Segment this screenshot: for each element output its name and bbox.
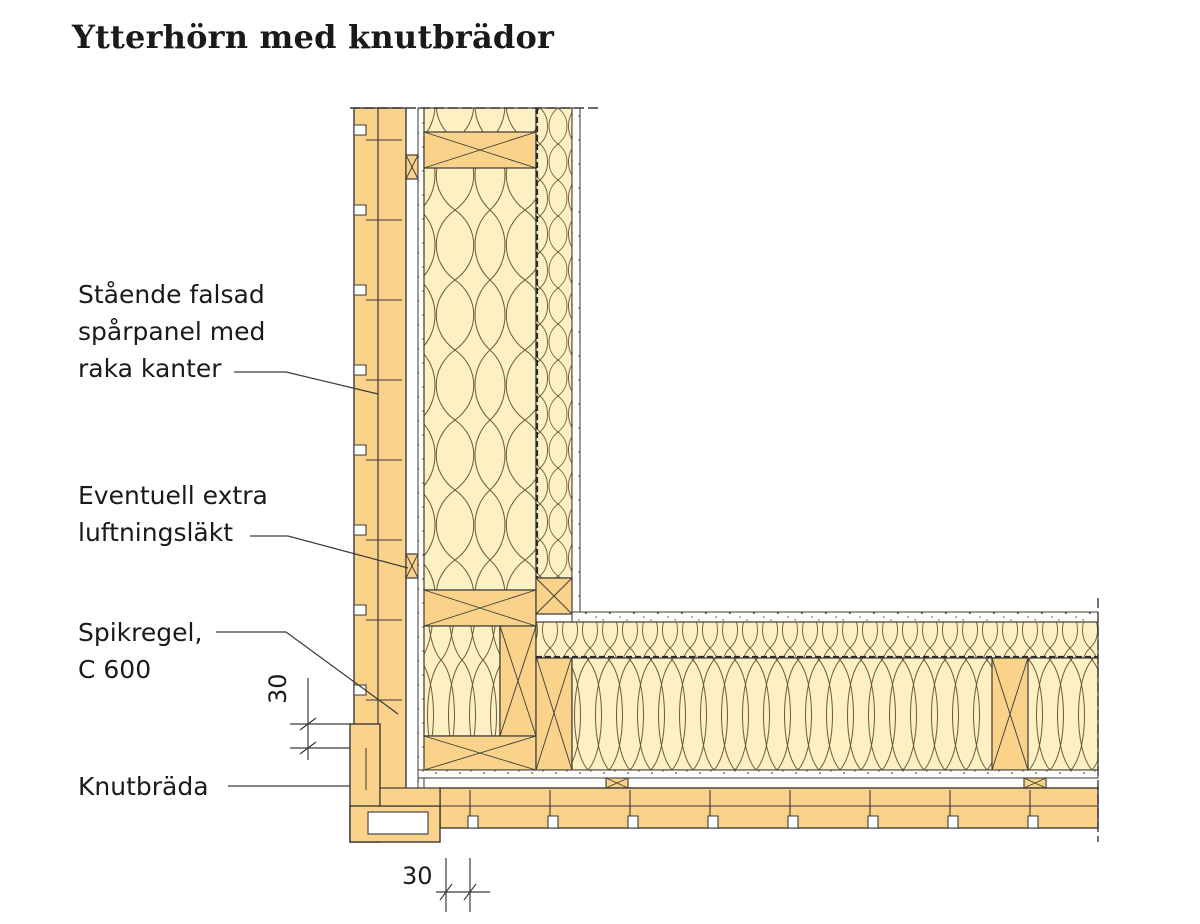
dimension-vertical: 30 xyxy=(264,673,292,704)
horizontal-panel-cladding xyxy=(439,787,1099,829)
break-lines xyxy=(350,107,1099,842)
vertical-wall-insulation xyxy=(423,107,581,617)
label-cornerboard: Knutbräda xyxy=(78,772,209,801)
diagram-title: Ytterhörn med knutbrädor xyxy=(72,18,555,56)
label-extra-lath: Eventuell extra luftningsläkt xyxy=(78,481,268,547)
corner-boards xyxy=(349,723,441,843)
dimension-lines xyxy=(290,678,490,912)
vertical-panel-cladding xyxy=(353,107,419,799)
dimension-horizontal: 30 xyxy=(402,862,433,890)
leader-lines xyxy=(216,371,409,787)
corner-framing xyxy=(423,577,573,771)
label-standing-panel: Stående falsad spårpanel med raka kanter xyxy=(78,280,266,383)
label-nailer: Spikregel, C 600 xyxy=(78,618,203,684)
horizontal-wall xyxy=(417,611,1099,789)
